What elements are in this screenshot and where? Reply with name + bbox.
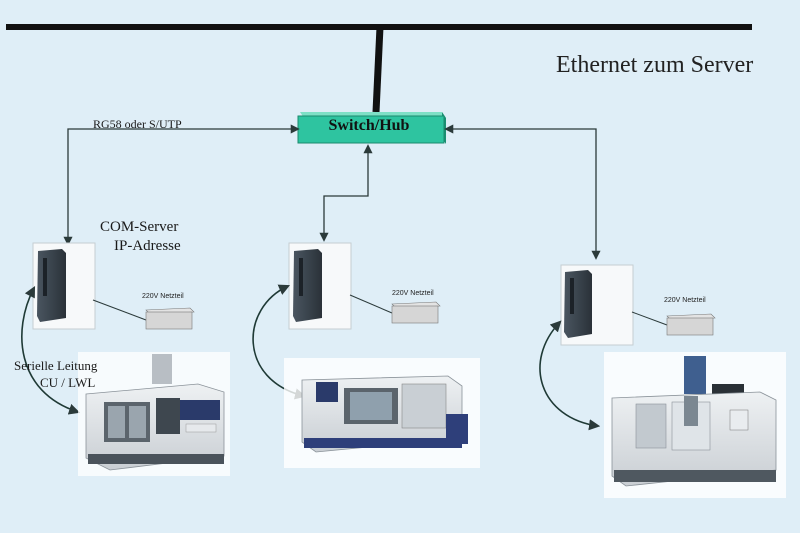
- com-server-right: [560, 264, 634, 346]
- power-supply-left: [92, 299, 195, 330]
- cnc-machine-right: [604, 352, 786, 498]
- diagram-title: Ethernet zum Server: [556, 52, 754, 78]
- serial-curve-middle: [252, 284, 307, 400]
- backbone-drop: [372, 26, 384, 113]
- serial-curve-left: [21, 286, 81, 415]
- power-supply-right: [631, 311, 716, 336]
- serial-line-label-line2: CU / LWL: [40, 375, 96, 390]
- switch-hub: [297, 112, 446, 144]
- com-server-label-line1: COM-Server: [100, 219, 179, 235]
- com-server-label: COM-Server IP-Adresse: [100, 218, 181, 256]
- serial-curve-right: [539, 320, 601, 431]
- cable-right: [444, 124, 601, 260]
- serial-line-label-line1: Serielle Leitung: [14, 358, 98, 373]
- power-supply-right-label: 220V Netzteil: [664, 297, 706, 304]
- serial-line-label: Serielle Leitung CU / LWL: [14, 357, 97, 391]
- cable-left: [63, 124, 300, 246]
- power-supply-middle-label: 220V Netzteil: [392, 290, 434, 297]
- cnc-machine-left: [78, 352, 230, 476]
- cable-middle: [319, 144, 373, 242]
- com-server-middle: [288, 242, 352, 330]
- cable-type-label: RG58 oder S/UTP: [93, 117, 182, 131]
- power-supply-middle: [349, 294, 441, 324]
- com-server-left: [32, 242, 96, 330]
- power-supply-left-label: 220V Netzteil: [142, 293, 184, 300]
- com-server-label-line2: IP-Adresse: [114, 238, 181, 254]
- switch-hub-label: Switch/Hub: [328, 117, 410, 134]
- cnc-machine-middle: [284, 358, 480, 468]
